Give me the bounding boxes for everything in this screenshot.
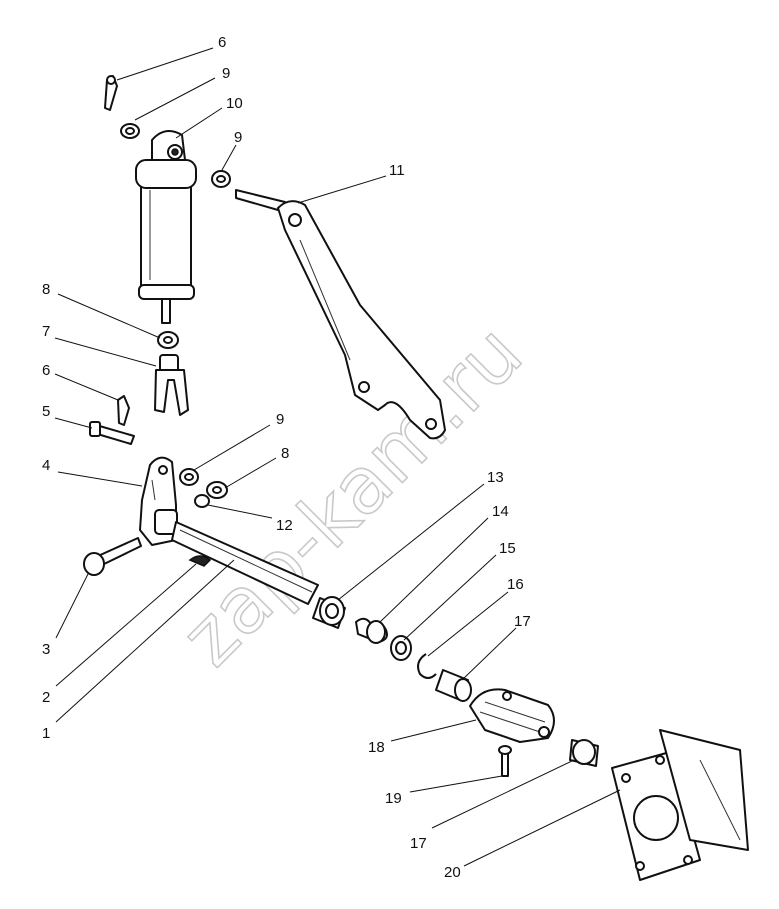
part-10-cylinder [135, 130, 197, 324]
callout-labels: 6 9 10 9 11 8 7 6 5 4 9 8 12 3 2 1 13 14… [42, 34, 531, 881]
part-8-nut-lever [206, 481, 228, 499]
part-14-spring [355, 617, 388, 644]
callout-6-lower: 6 [42, 362, 50, 379]
callout-12: 12 [276, 517, 293, 534]
callout-19: 19 [385, 790, 402, 807]
part-17-bushing-upper [435, 669, 472, 702]
leader-lines [54, 47, 621, 867]
callout-7: 7 [42, 323, 50, 340]
part-17-bushing-lower [569, 739, 599, 767]
part-13-bearing [312, 596, 346, 629]
callout-2: 2 [42, 689, 50, 706]
part-5-clevis-pin [89, 421, 135, 445]
callout-13: 13 [487, 469, 504, 486]
part-8-nut-upper [157, 331, 179, 349]
callout-5: 5 [42, 403, 50, 420]
callout-6-top: 6 [218, 34, 226, 51]
part-2-key [188, 555, 212, 567]
callout-15: 15 [499, 540, 516, 557]
part-18-cover [469, 688, 555, 743]
callout-9-top: 9 [222, 65, 230, 82]
callout-20: 20 [444, 864, 461, 881]
callout-9-mid: 9 [234, 129, 242, 146]
part-9-washer-top [120, 123, 140, 139]
part-16-circlip [417, 653, 437, 679]
callout-10: 10 [226, 95, 243, 112]
part-9-washer-mid [211, 170, 231, 188]
callout-8-upper: 8 [42, 281, 50, 298]
part-6-cotter-pin-lower [117, 395, 130, 426]
part-1-shaft [171, 521, 319, 605]
part-11-bracket [235, 189, 446, 440]
callout-17-upper: 17 [514, 613, 531, 630]
callout-3: 3 [42, 641, 50, 658]
part-15-washer [390, 635, 412, 661]
callout-16: 16 [507, 576, 524, 593]
callout-18: 18 [368, 739, 385, 756]
part-4-lever-arm [139, 456, 178, 546]
part-20-flange-housing [611, 729, 749, 881]
callout-8-lever: 8 [281, 445, 289, 462]
callout-4: 4 [42, 457, 50, 474]
callout-9-lever: 9 [276, 411, 284, 428]
part-7-clevis [154, 354, 189, 416]
part-3-bolt [83, 537, 142, 576]
callout-17-lower: 17 [410, 835, 427, 852]
callout-11: 11 [389, 162, 405, 179]
callout-1: 1 [42, 725, 50, 742]
part-6-cotter-pin-top [104, 75, 118, 111]
callout-14: 14 [492, 503, 509, 520]
part-19-screw [498, 745, 512, 777]
part-9-washer-lever [179, 468, 199, 486]
part-12-spring-washer [194, 494, 210, 508]
